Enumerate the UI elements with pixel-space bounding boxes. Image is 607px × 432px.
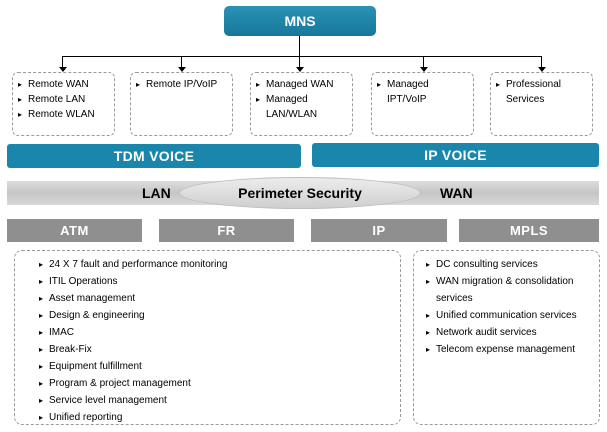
service-item: Managed IPT/VoIP: [377, 77, 449, 107]
arrow-head-5: [538, 67, 546, 72]
list-item: DC consulting services: [426, 256, 595, 273]
tdm-voice-label: TDM VOICE: [113, 148, 195, 164]
ip-voice-label: IP VOICE: [424, 147, 487, 163]
mns-label: MNS: [284, 13, 316, 29]
list-item: Service level management: [39, 392, 396, 409]
network-bar-mpls: MPLS: [459, 219, 599, 242]
drop-line-2: [181, 56, 182, 70]
service-box-remote-ip: Remote IP/VoIP: [130, 72, 233, 136]
lan-label: LAN: [142, 185, 171, 201]
list-item: Program & project management: [39, 375, 396, 392]
list-item: Unified reporting: [39, 409, 396, 426]
arrow-head-2: [178, 67, 186, 72]
service-item: Remote WAN: [18, 77, 110, 92]
service-box-managed-ipt: Managed IPT/VoIP: [371, 72, 474, 136]
list-item: Telecom expense management: [426, 341, 595, 358]
service-box-remote-wan: Remote WAN Remote LAN Remote WLAN: [12, 72, 115, 136]
list-item: ITIL Operations: [39, 273, 396, 290]
perimeter-oval: [179, 177, 421, 209]
service-item: Remote WLAN: [18, 107, 110, 122]
list-item: Break-Fix: [39, 341, 396, 358]
perimeter-security-label: Perimeter Security: [238, 185, 362, 201]
network-label: ATM: [60, 223, 89, 238]
list-item: IMAC: [39, 324, 396, 341]
drop-line-5: [541, 56, 542, 70]
list-item: 24 X 7 fault and performance monitoring: [39, 256, 396, 273]
list-item: Network audit services: [426, 324, 595, 341]
list-item: Unified communication services: [426, 307, 595, 324]
bus-line: [62, 56, 542, 57]
ip-voice-bar: IP VOICE: [312, 143, 599, 167]
network-bar-atm: ATM: [7, 219, 142, 242]
operations-list-box: 24 X 7 fault and performance monitoring …: [14, 250, 401, 426]
wan-label: WAN: [440, 185, 473, 201]
network-label: IP: [372, 223, 386, 238]
service-item: Managed LAN/WLAN: [256, 92, 348, 122]
service-box-professional: Professional Services: [490, 72, 593, 136]
network-label: FR: [217, 223, 236, 238]
list-item: Equipment fulfillment: [39, 358, 396, 375]
network-label: MPLS: [509, 223, 549, 238]
network-bar-fr: FR: [159, 219, 294, 242]
network-bar-ip: IP: [311, 219, 447, 242]
service-item: Remote IP/VoIP: [136, 77, 228, 92]
list-item: Asset management: [39, 290, 396, 307]
arrow-head-1: [59, 67, 67, 72]
service-box-managed-wan: Managed WAN Managed LAN/WLAN: [250, 72, 353, 136]
list-item: Design & engineering: [39, 307, 396, 324]
drop-line-1: [62, 56, 63, 70]
drop-line-3: [299, 56, 300, 70]
mns-box: MNS: [224, 6, 376, 36]
drop-line-4: [423, 56, 424, 70]
service-item: Managed WAN: [256, 77, 348, 92]
trunk-line: [299, 36, 300, 56]
service-item: Professional Services: [496, 77, 574, 107]
consulting-list-box: DC consulting services WAN migration & c…: [413, 250, 600, 425]
list-item: WAN migration & consolidation services: [426, 273, 595, 307]
tdm-voice-bar: TDM VOICE: [7, 144, 301, 168]
arrow-head-4: [420, 67, 428, 72]
arrow-head-3: [296, 67, 304, 72]
service-item: Remote LAN: [18, 92, 110, 107]
